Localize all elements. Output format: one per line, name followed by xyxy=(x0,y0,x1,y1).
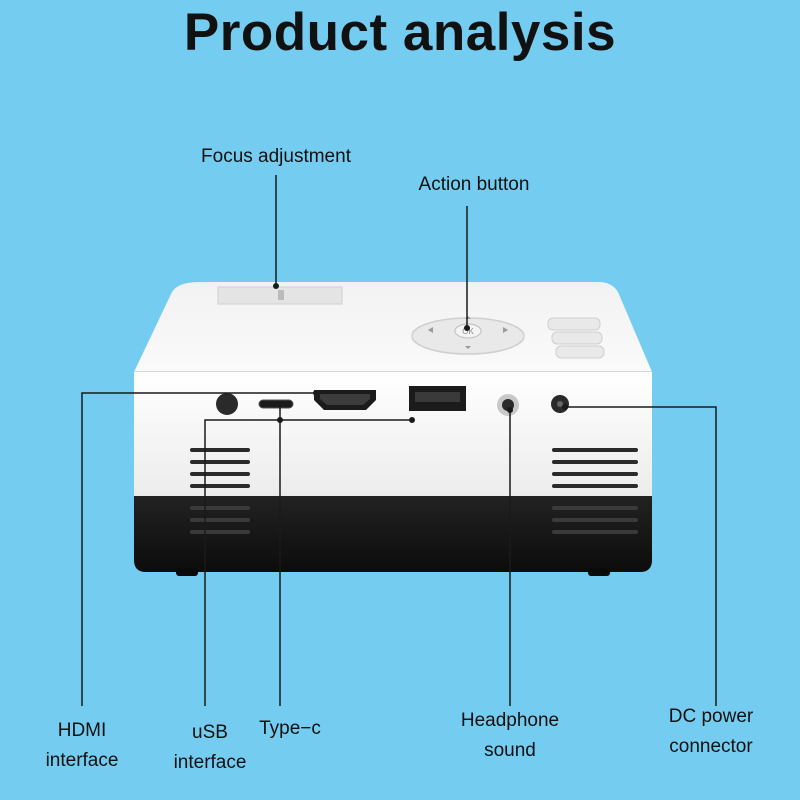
label-usb-interface: uSB interface xyxy=(173,722,247,773)
svg-text:OK: OK xyxy=(462,327,474,336)
label-focus-adjustment: Focus adjustment xyxy=(201,146,351,167)
leader-dots xyxy=(273,283,568,423)
focus-window xyxy=(217,286,343,305)
leader-lines xyxy=(81,175,717,706)
label-dc-power-connector: DC power connector xyxy=(668,706,754,757)
ports xyxy=(216,386,569,416)
vent-right-white xyxy=(552,448,638,488)
leader-dc xyxy=(565,406,717,706)
page-title: Product analysis xyxy=(183,3,617,62)
label-hdmi-interface: HDMI interface xyxy=(45,720,119,771)
label-type-c: Type−c xyxy=(259,718,321,739)
leader-hdmi xyxy=(81,392,316,706)
label-action-button: Action button xyxy=(418,174,530,195)
label-headphone-sound: Headphone sound xyxy=(460,710,560,761)
action-button-dpad: OK xyxy=(411,316,525,355)
vent-right-black xyxy=(552,506,638,534)
leader-usb xyxy=(204,419,412,706)
side-buttons xyxy=(547,317,605,359)
